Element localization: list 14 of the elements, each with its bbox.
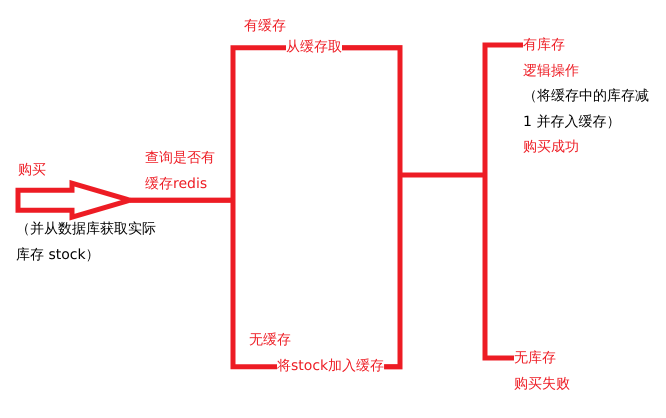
connector-line [130,198,277,370]
edge-label: 购买 [18,161,46,180]
node-text: 购买成功 [523,138,580,158]
branch-label: 有缓存 [244,17,286,36]
node-text: （将缓存中的库存减 1 并存入缓存） [523,87,650,132]
node-text: 查询是否有缓存redis [145,149,216,194]
node-text: 购买失败 [514,374,571,394]
node-text: 无库存 [514,349,557,368]
node-text: 逻辑操作 [523,62,580,81]
node-text: 将stock加入缓存 [277,357,384,376]
note-text: （并从数据库获取实际库存 stock） [16,220,157,265]
branch-label: 无缓存 [249,331,291,350]
node-text: 有库存 [523,36,566,55]
node-text: 从缓存取 [286,38,342,57]
